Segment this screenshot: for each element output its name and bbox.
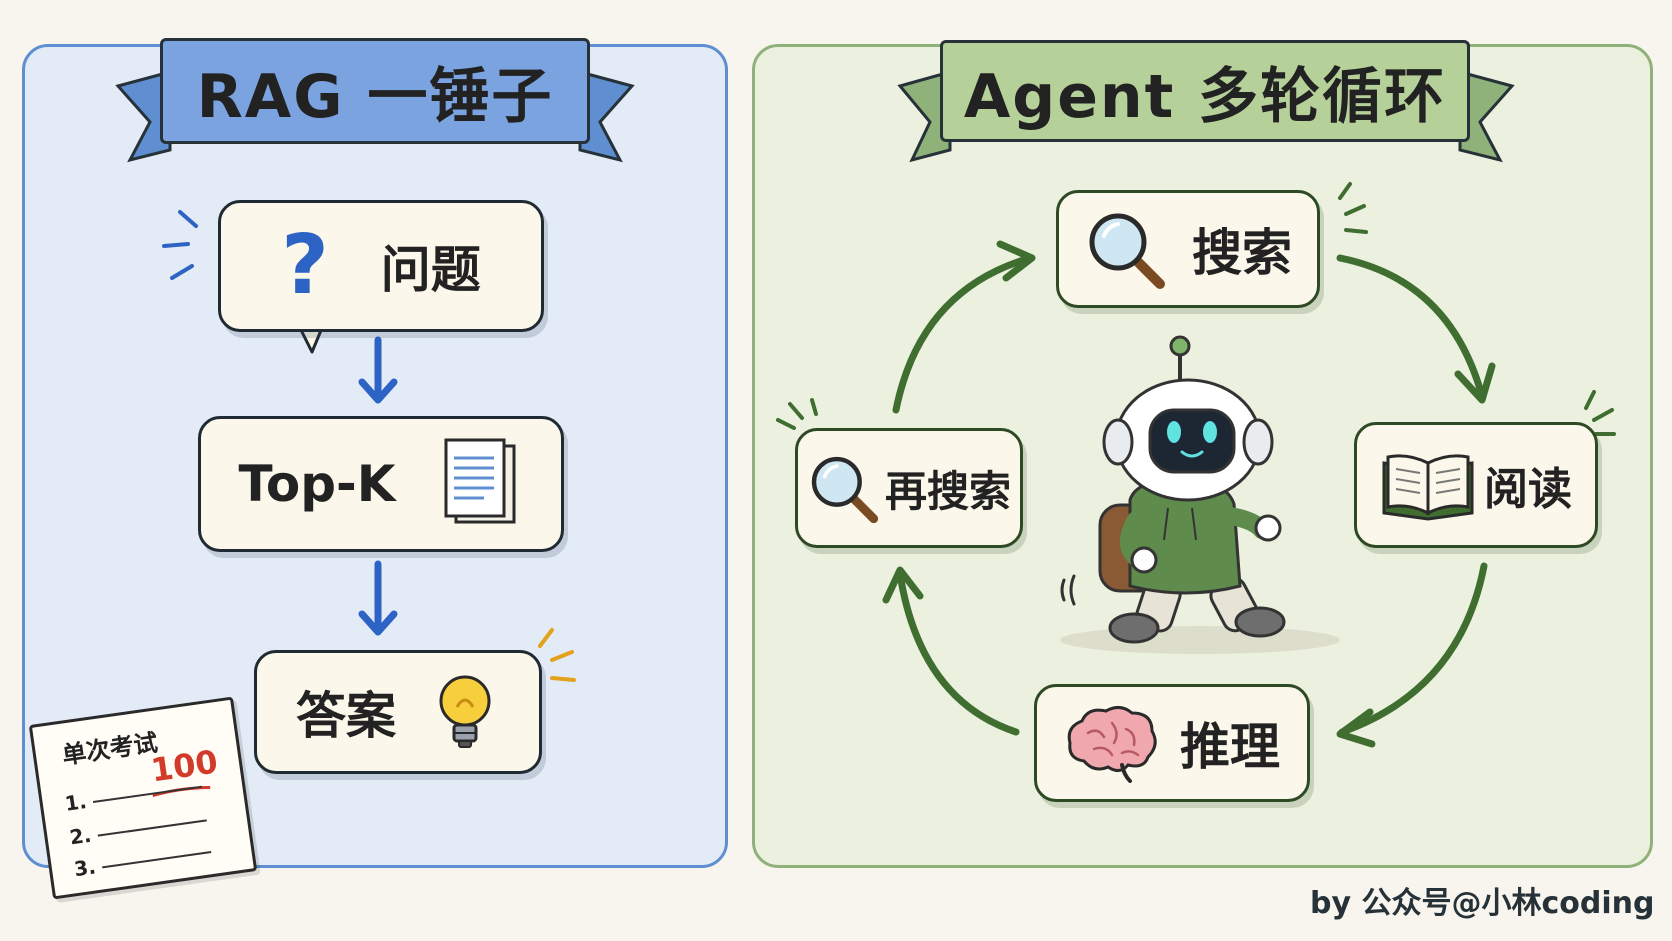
topk-label: Top-K [238, 455, 396, 513]
read-node: 阅读 [1354, 422, 1598, 548]
reason-node: 推理 [1034, 684, 1310, 802]
answer-label: 答案 [296, 687, 396, 745]
arrow-read-to-reason [1338, 562, 1488, 736]
question-box: ? 问题 [218, 200, 544, 332]
reason-node-label: 推理 [1180, 718, 1280, 776]
arrow-head-read [1454, 362, 1496, 404]
credit-text: by 公众号@小林coding [1310, 886, 1655, 921]
magnifier-icon-small [811, 456, 879, 524]
arrow-search-to-read [1336, 254, 1486, 400]
answer-box: 答案 [254, 650, 542, 774]
research-node-label: 再搜索 [884, 466, 1011, 516]
robot-mascot [1060, 335, 1340, 654]
answer-sparkle-icon [538, 628, 576, 682]
arrow-head-reason [1336, 708, 1376, 748]
search-node-label: 搜索 [1192, 224, 1292, 282]
brain-icon [1067, 706, 1157, 783]
rag-arrow-1 [358, 336, 398, 404]
exam-note: 单次考试 100 1. 2. 3. [28, 696, 258, 900]
arrow-head-search [996, 240, 1036, 282]
lightbulb-icon [439, 675, 491, 748]
open-book-icon [1382, 454, 1474, 521]
documents-icon [444, 438, 516, 524]
topk-box: Top-K [198, 416, 564, 552]
rag-arrow-2 [358, 560, 398, 636]
agent-title: Agent 多轮循环 [963, 61, 1447, 132]
question-label: 问题 [380, 241, 481, 299]
agent-title-banner: Agent 多轮循环 [940, 40, 1470, 142]
cycle-sparkle-icons [776, 182, 1616, 436]
arrow-research-to-search [892, 254, 1034, 414]
read-node-label: 阅读 [1484, 464, 1572, 515]
question-sparkle-icon [162, 210, 198, 280]
rag-title-banner: RAG 一锤子 [160, 38, 590, 144]
arrow-reason-to-research [896, 570, 1020, 736]
magnifier-icon [1089, 213, 1165, 289]
score-underline-icon [152, 786, 211, 798]
arrow-head-research [882, 566, 924, 604]
search-node: 搜索 [1056, 190, 1320, 308]
question-mark-icon: ? [281, 218, 329, 313]
research-node: 再搜索 [795, 428, 1023, 548]
rag-title: RAG 一锤子 [196, 61, 554, 132]
